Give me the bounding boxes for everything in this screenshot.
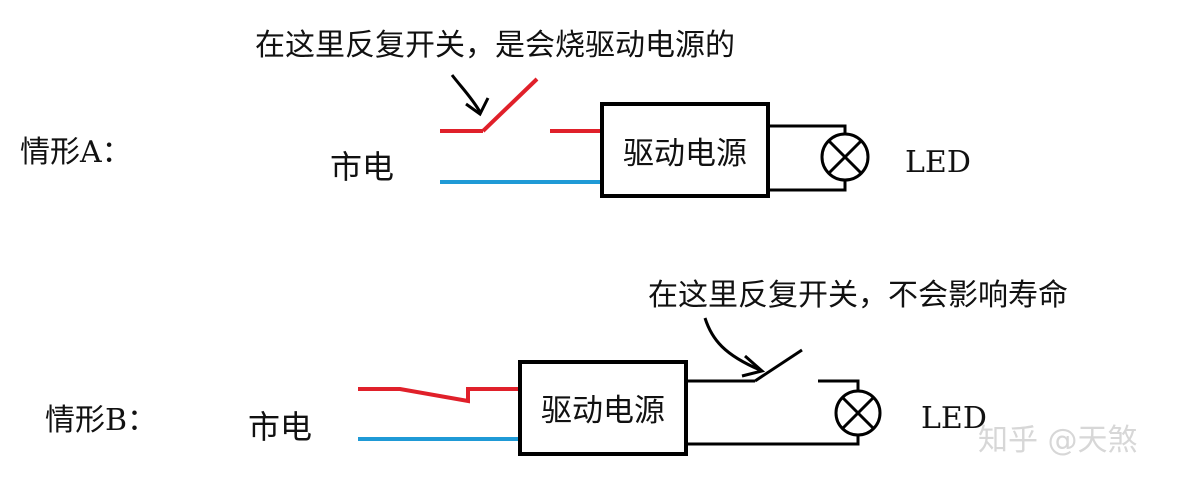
- scenario-a-mains-label: 市电: [330, 148, 394, 186]
- scenario-b-led-label: LED: [921, 401, 987, 436]
- scenario-b-led-lamp-icon: [834, 389, 882, 437]
- scenario-a-pointer-arrow: [450, 74, 482, 113]
- scenario-a-note: 在这里反复开关，是会烧驱动电源的: [255, 28, 735, 63]
- scenario-b-mains-label: 市电: [248, 408, 312, 446]
- scenario-a-driver-label: 驱动电源: [623, 136, 747, 172]
- scenario-b-output-wire-bottom: [686, 432, 860, 446]
- scenario-b-arrowhead: [741, 354, 766, 378]
- scenario-b-switch-blade: [754, 348, 803, 383]
- scenario-a-led-lamp-icon: [820, 132, 870, 182]
- watermark: 知乎 @天煞: [978, 423, 1138, 458]
- scenario-a-arrowhead: [465, 97, 490, 117]
- scenario-b-pointer-arrow: [703, 317, 761, 372]
- scenario-b: 情形B： 在这里反复开关，不会影响寿命 市电 驱动电源 LED: [45, 278, 1068, 456]
- scenario-a-switch-blade: [481, 77, 539, 133]
- scenario-b-title: 情形B：: [45, 403, 157, 438]
- scenario-b-live-wire: [358, 387, 520, 404]
- scenario-b-note: 在这里反复开关，不会影响寿命: [648, 278, 1068, 313]
- scenario-a-title: 情形A：: [20, 135, 132, 170]
- scenario-a: 情形A： 在这里反复开关，是会烧驱动电源的 市电 驱动电源 LED: [20, 28, 971, 198]
- scenario-b-driver-box: [518, 360, 688, 456]
- scenario-a-led-label: LED: [905, 145, 971, 180]
- scenario-b-output-wire-top: [818, 379, 860, 393]
- scenario-b-driver-label: 驱动电源: [541, 393, 665, 429]
- scenario-a-driver-box: [600, 102, 770, 198]
